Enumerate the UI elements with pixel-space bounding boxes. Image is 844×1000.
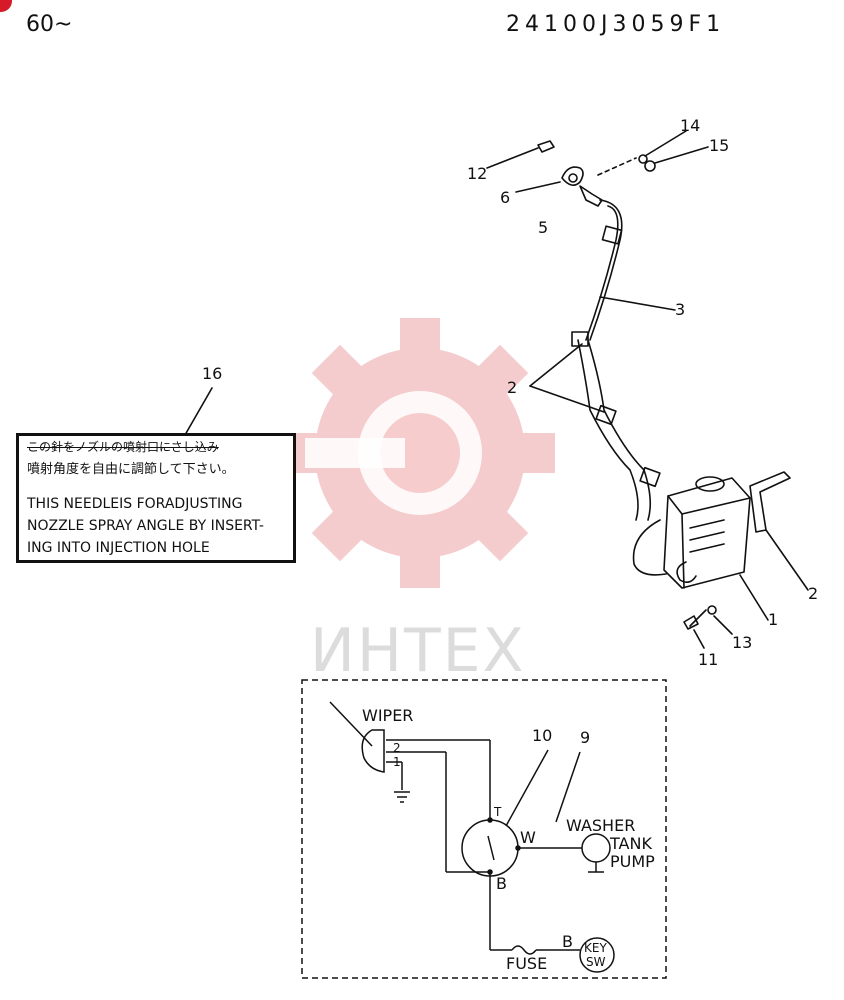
callout-1: 1 — [768, 610, 779, 629]
switch-terminal-b: B — [496, 874, 507, 893]
callout-9: 9 — [580, 728, 591, 747]
washer-label: WASHER — [566, 816, 636, 835]
hose-lower — [577, 339, 652, 521]
wiper-motor — [361, 729, 385, 773]
page-reference: 60~ — [26, 12, 73, 37]
washer-tank-1 — [663, 477, 751, 589]
wiper-arm — [329, 701, 373, 747]
callout-12: 12 — [467, 164, 488, 183]
nozzle-bracket-6 — [561, 166, 584, 186]
bolt-11 — [683, 609, 707, 630]
washer-pump — [581, 833, 611, 863]
watermark-gear-logo — [285, 318, 555, 588]
callout-11: 11 — [698, 650, 719, 669]
callout-5: 5 — [538, 218, 549, 237]
callout-13: 13 — [732, 633, 753, 652]
key-label: KEY — [584, 941, 607, 955]
switch-terminal-t: T — [494, 805, 502, 819]
callout-2-clamps: 2 — [507, 378, 518, 397]
sticker-en-line3: ING INTO INJECTION HOLE — [27, 540, 210, 556]
nozzle-5 — [579, 185, 603, 207]
wiper-label: WIPER — [362, 706, 414, 725]
callout-15: 15 — [709, 136, 730, 155]
watermark-text: ИНТЕХ — [310, 616, 526, 686]
washer-13 — [707, 605, 717, 615]
sticker-en-line2: NOZZLE SPRAY ANGLE BY INSERT- — [27, 518, 264, 534]
wiper-terminal-2: 2 — [393, 741, 401, 755]
callout-14: 14 — [680, 116, 701, 135]
sw-label: SW — [586, 955, 606, 969]
key-terminal-b: B — [562, 932, 573, 951]
washer-assembly-drawing — [184, 130, 809, 649]
sticker-jp-line1: この針をノズルの噴射口にさし込み — [27, 440, 219, 454]
key-switch — [579, 937, 615, 973]
washer-15 — [644, 160, 656, 172]
fuse — [511, 945, 537, 955]
tank-label: TANK — [610, 834, 652, 853]
callout-2-bracket: 2 — [808, 584, 819, 603]
callout-10: 10 — [532, 726, 553, 745]
schematic-frame — [301, 679, 667, 979]
callout-3: 3 — [675, 300, 686, 319]
part-number: 24100J3059F1 — [506, 12, 726, 37]
fuse-label: FUSE — [506, 954, 548, 973]
bolt-12 — [537, 140, 555, 153]
callout-6: 6 — [500, 188, 511, 207]
needle-label-sticker: この針をノズルの噴射口にさし込み 噴射角度を自由に調節して下さい。 THIS N… — [16, 433, 296, 563]
sticker-jp-line2: 噴射角度を自由に調節して下さい。 — [27, 462, 235, 477]
sticker-en-line1: THIS NEEDLEIS FORADJUSTING — [27, 496, 243, 512]
washer-switch-10 — [461, 819, 519, 877]
callout-16: 16 — [202, 364, 223, 383]
bracket-2 — [749, 471, 791, 533]
switch-terminal-w: W — [520, 828, 536, 847]
wiper-terminal-1: 1 — [393, 755, 401, 769]
nut-14 — [638, 154, 648, 164]
hose-3 — [585, 199, 623, 341]
pump-label: PUMP — [610, 852, 655, 871]
